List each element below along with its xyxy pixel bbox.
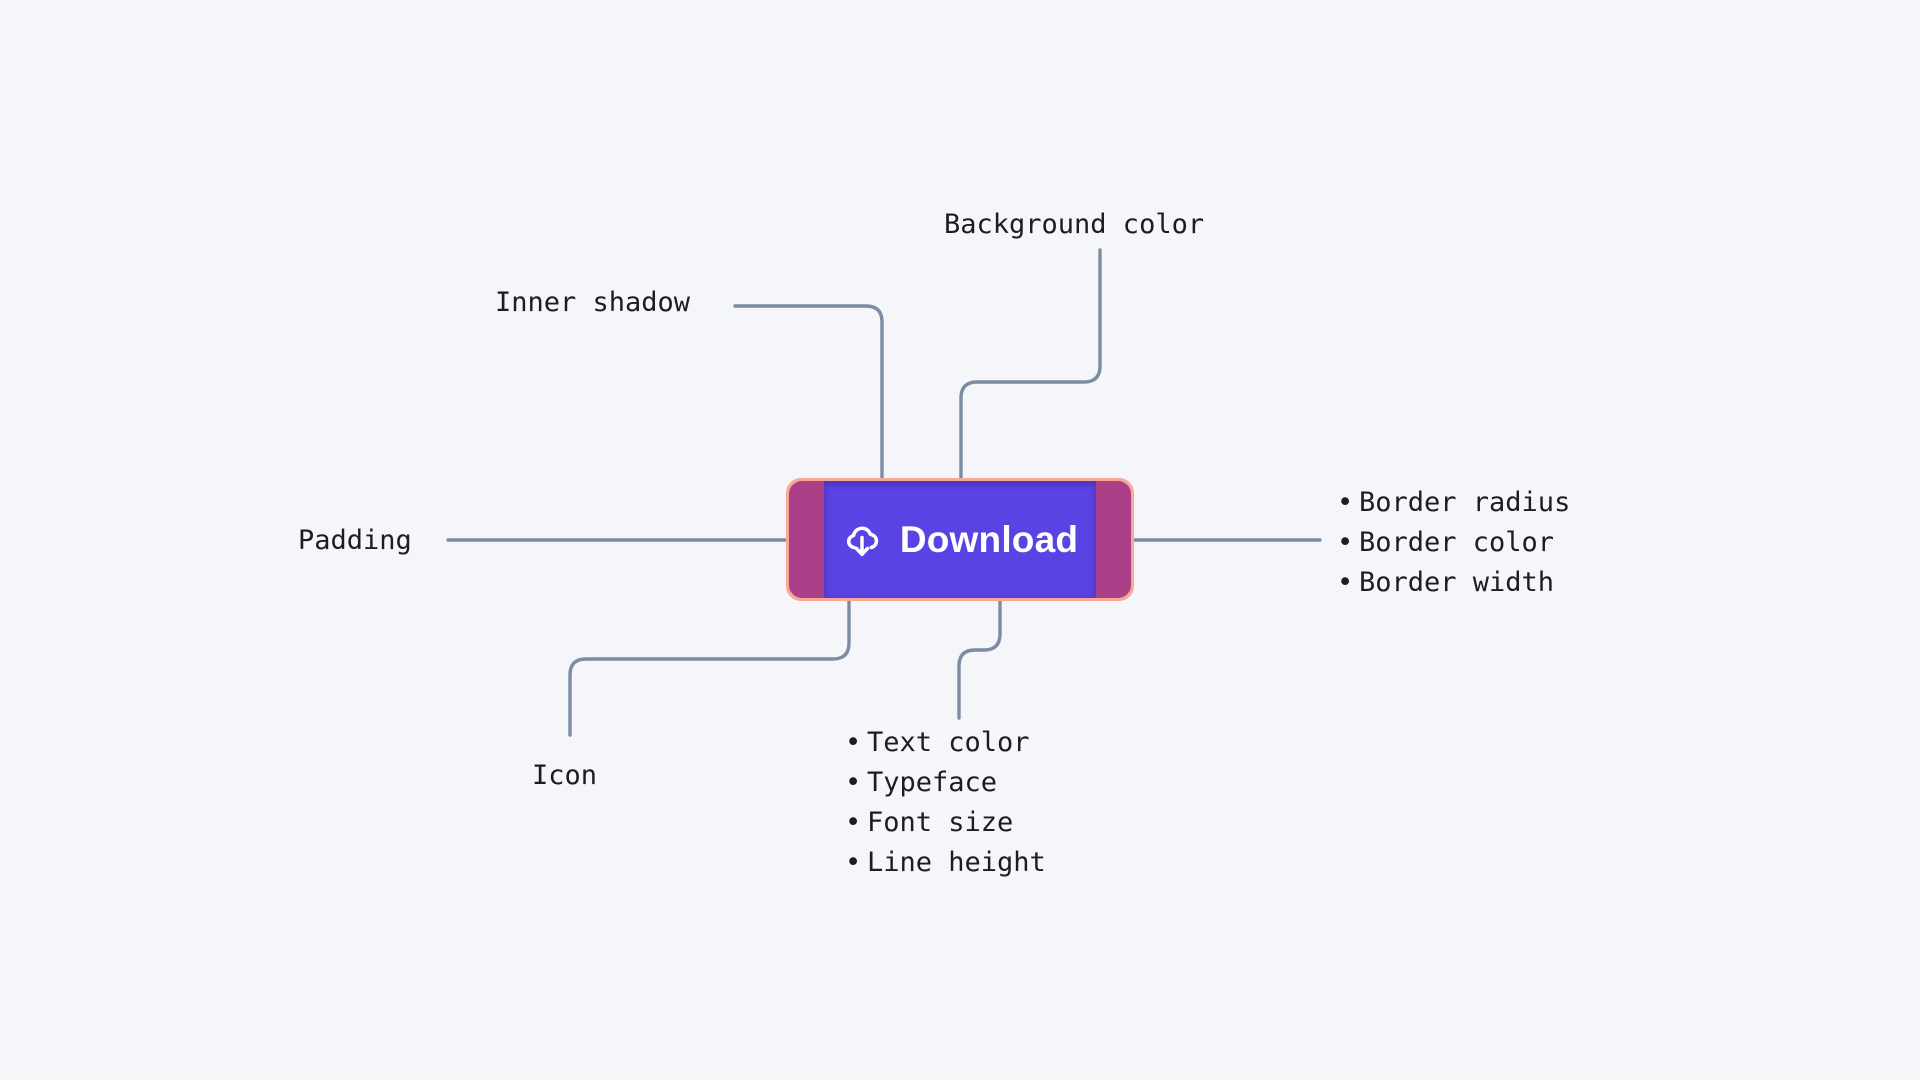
connector-text [957,599,1002,720]
label-padding: Padding [298,525,412,556]
bullet-icon: • [845,727,862,758]
list-item: • Line height [845,843,1046,883]
cloud-download-icon [846,526,878,556]
bullet-icon: • [845,847,862,878]
button-label: Download [899,518,1079,560]
list-item-label: Text color [867,727,1030,758]
bullet-icon: • [845,807,862,838]
label-inner-shadow: Inner shadow [495,287,691,318]
border-properties-list: • Border radius • Border color • Border … [1337,483,1570,603]
button-anatomy: Download [786,478,1134,601]
list-item: • Border color [1337,523,1570,563]
list-item: • Typeface [845,763,1046,803]
connector-background-color [959,248,1102,498]
bullet-icon: • [1337,527,1354,558]
text-properties-list: • Text color • Typeface • Font size • Li… [845,723,1046,883]
bullet-icon: • [1337,567,1354,598]
label-background-color: Background color [944,209,1205,240]
list-item-label: Border radius [1359,487,1571,518]
list-item: • Border radius [1337,483,1570,523]
list-item-label: Font size [867,807,1014,838]
connector-inner-shadow [733,304,884,490]
list-item-label: Typeface [867,767,998,798]
bullet-icon: • [845,767,862,798]
list-item-label: Border color [1359,527,1555,558]
label-icon: Icon [532,760,598,791]
list-item: • Border width [1337,563,1570,603]
list-item: • Text color [845,723,1046,763]
list-item-label: Border width [1359,567,1555,598]
list-item: • Font size [845,803,1046,843]
download-button[interactable]: Download [824,481,1096,598]
list-item-label: Line height [867,847,1046,878]
connector-icon [568,599,851,737]
bullet-icon: • [1337,487,1354,518]
